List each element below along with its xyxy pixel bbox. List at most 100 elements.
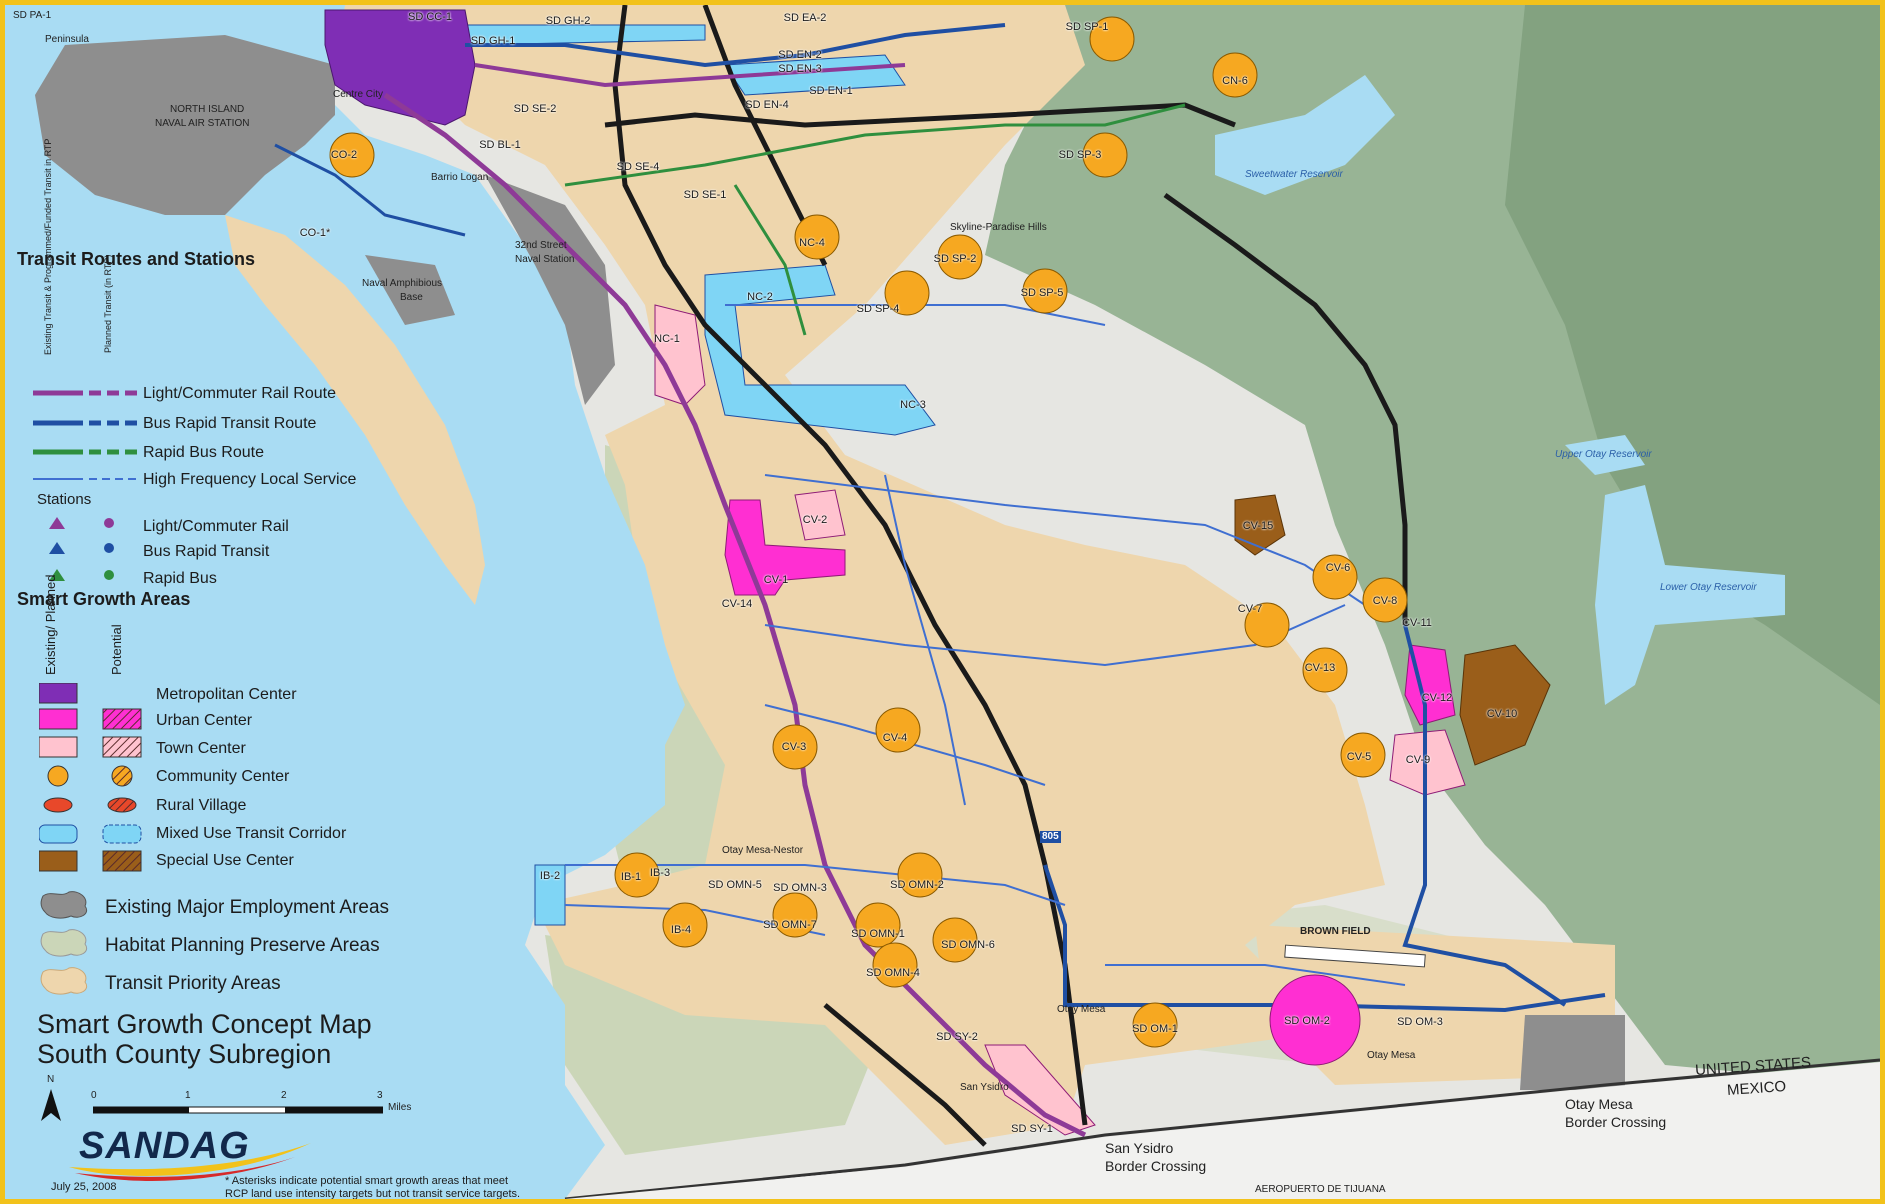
sga-label-sd-gh-2[interactable]: SD GH-2	[545, 15, 591, 27]
sga-label-cv-10[interactable]: CV-10	[1486, 708, 1518, 720]
place-label-naval-air-station: NAVAL AIR STATION	[155, 118, 250, 129]
bus-rapid-transit-route[interactable]	[1043, 864, 1606, 1013]
mixed-use-transit-corridor[interactable]	[724, 54, 906, 96]
lower-otay-reservoir	[1595, 485, 1785, 705]
legend-route-brt: Bus Rapid Transit Route	[143, 415, 317, 432]
light-rail-route[interactable]	[383, 92, 1087, 1138]
freeways	[604, 5, 1408, 1147]
sga-label-sd-sy-1[interactable]: SD SY-1	[1011, 1123, 1053, 1135]
sga-label-sd-ea-2[interactable]: SD EA-2	[783, 12, 827, 24]
town-center-cv-9[interactable]	[1389, 729, 1466, 796]
sga-label-cv-8[interactable]: CV-8	[1372, 595, 1398, 607]
sga-label-ib-4[interactable]: IB-4	[670, 924, 692, 936]
place-label-lower-otay: Lower Otay Reservoir	[1660, 582, 1757, 593]
sga-label-nc-3[interactable]: NC-3	[900, 399, 926, 411]
legend-route-rapid: Rapid Bus Route	[143, 444, 264, 461]
sga-label-cv-14[interactable]: CV-14	[721, 598, 753, 610]
rapid-bus-route[interactable]	[733, 184, 807, 336]
sga-label-nc-1[interactable]: NC-1	[654, 333, 680, 345]
sga-label-sd-omn-7[interactable]: SD OMN-7	[763, 919, 817, 931]
sga-label-cv-2[interactable]: CV-2	[802, 514, 828, 526]
sga-label-cv-15[interactable]: CV-15	[1242, 520, 1274, 532]
footnote-line-2: RCP land use intensity targets but not t…	[225, 1188, 521, 1201]
sga-label-cv-9[interactable]: CV-9	[1405, 754, 1431, 766]
place-label-barrio-logan: Barrio Logan	[431, 172, 489, 183]
place-label-centre-city: Centre City	[333, 89, 384, 100]
sga-label-cv-7[interactable]: CV-7	[1237, 603, 1263, 615]
sga-label-cv-4[interactable]: CV-4	[882, 732, 908, 744]
sga-label-sd-omn-1[interactable]: SD OMN-1	[851, 928, 905, 940]
mixed-use-transit-corridor[interactable]	[534, 864, 566, 926]
sga-label-ib-1[interactable]: IB-1	[620, 871, 642, 883]
sga-label-cv-13[interactable]: CV-13	[1304, 662, 1336, 674]
sga-label-cv-3[interactable]: CV-3	[781, 741, 807, 753]
sga-label-co-2[interactable]: CO-2	[330, 149, 358, 161]
sga-label-cv-11[interactable]: CV-11	[1402, 617, 1432, 629]
sga-label-sd-sp-3[interactable]: SD SP-3	[1058, 149, 1102, 161]
special-use-center-cv-15[interactable]	[1234, 494, 1286, 556]
international-border	[564, 1058, 1880, 1199]
sga-label-sd-sy-2[interactable]: SD SY-2	[936, 1031, 978, 1043]
sga-label-sd-omn-6[interactable]: SD OMN-6	[941, 939, 995, 951]
sga-label-ib-3[interactable]: IB-3	[649, 867, 671, 879]
place-label-naval-station: Naval Station	[515, 254, 575, 265]
legend-sga-community: Community Center	[156, 768, 290, 785]
urban-center-cv-12[interactable]	[1404, 644, 1456, 726]
sga-label-sd-se-2[interactable]: SD SE-2	[513, 103, 557, 115]
sga-label-sd-en-2[interactable]: SD EN-2	[778, 49, 822, 61]
legend-station-brt: Bus Rapid Transit	[143, 543, 270, 560]
sga-label-sd-se-1[interactable]: SD SE-1	[683, 189, 727, 201]
sga-label-ib-2[interactable]: IB-2	[539, 870, 561, 882]
sga-label-sd-gh-1[interactable]: SD GH-1	[470, 35, 516, 47]
sga-label-cv-1[interactable]: CV-1	[763, 574, 789, 586]
map-legend: Transit Routes and Stations Existing Tra…	[13, 139, 573, 1199]
legend-route-rail: Light/Commuter Rail Route	[143, 385, 336, 402]
town-center-cv-2[interactable]	[794, 489, 846, 541]
freeway-shield-805: 805	[1040, 831, 1061, 843]
sga-label-sd-omn-2[interactable]: SD OMN-2	[890, 879, 944, 891]
rapid-bus-route[interactable]	[564, 103, 1186, 187]
coronado-strand	[225, 215, 485, 605]
community-centers[interactable]	[329, 16, 1408, 1066]
brown-field-airport	[1284, 944, 1426, 968]
sga-label-sd-om-3[interactable]: SD OM-3	[1397, 1016, 1443, 1028]
town-center-nc-1[interactable]	[654, 304, 706, 406]
bus-rapid-transit-route[interactable]	[465, 23, 1006, 68]
sga-label-cn-6[interactable]: CN-6	[1222, 75, 1248, 87]
sga-label-co-1[interactable]: CO-1*	[299, 227, 331, 239]
legend-area-transit-priority: Transit Priority Areas	[105, 973, 281, 994]
sga-label-sd-om-1[interactable]: SD OM-1	[1132, 1023, 1178, 1035]
sga-label-cv-5[interactable]: CV-5	[1346, 751, 1372, 763]
sga-label-sd-om-2[interactable]: SD OM-2	[1284, 1015, 1330, 1027]
sga-label-cv-12[interactable]: CV-12	[1421, 692, 1453, 704]
sga-label-cv-6[interactable]: CV-6	[1325, 562, 1351, 574]
mixed-use-transit-corridor[interactable]	[704, 264, 936, 436]
sga-label-sd-sp-5[interactable]: SD SP-5	[1020, 287, 1064, 299]
bus-rapid-transit-route[interactable]	[274, 143, 466, 237]
legend-area-symbols	[40, 891, 87, 995]
sga-label-sd-cc-1[interactable]: SD CC-1	[407, 11, 453, 23]
bus-rapid-transit-route[interactable]	[1402, 624, 1567, 1007]
sga-label-sd-en-1[interactable]: SD EN-1	[809, 85, 853, 97]
sga-label-sd-omn-4[interactable]: SD OMN-4	[866, 967, 920, 979]
place-label-otay-mesa-east: Otay Mesa	[1367, 1050, 1416, 1061]
sga-label-sd-omn-3[interactable]: SD OMN-3	[773, 882, 827, 894]
light-rail-route[interactable]	[474, 63, 906, 88]
sga-label-sd-sp-1[interactable]: SD SP-1	[1065, 21, 1109, 33]
basemap[interactable]	[5, 5, 1880, 1199]
sga-label-sd-se-4[interactable]: SD SE-4	[616, 161, 660, 173]
sga-label-sd-en-3[interactable]: SD EN-3	[778, 63, 822, 75]
urban-center-cv-1[interactable]	[724, 499, 846, 596]
sga-label-sd-sp-4[interactable]: SD SP-4	[856, 303, 900, 315]
sga-label-sd-sp-2[interactable]: SD SP-2	[933, 253, 977, 265]
hills-terrain-dark	[1505, 5, 1880, 705]
legend-col-planned: Planned Transit (in RTP)	[103, 254, 113, 353]
special-use-center-cv-10[interactable]	[1459, 644, 1551, 766]
sga-label-sd-omn-5[interactable]: SD OMN-5	[708, 879, 762, 891]
sandag-logo-swoosh-icon	[69, 1143, 311, 1181]
sga-label-sd-bl-1[interactable]: SD BL-1	[479, 139, 521, 151]
sga-label-nc-4[interactable]: NC-4	[799, 237, 825, 249]
sga-label-sd-en-4[interactable]: SD EN-4	[745, 99, 789, 111]
sga-label-nc-2[interactable]: NC-2	[747, 291, 773, 303]
